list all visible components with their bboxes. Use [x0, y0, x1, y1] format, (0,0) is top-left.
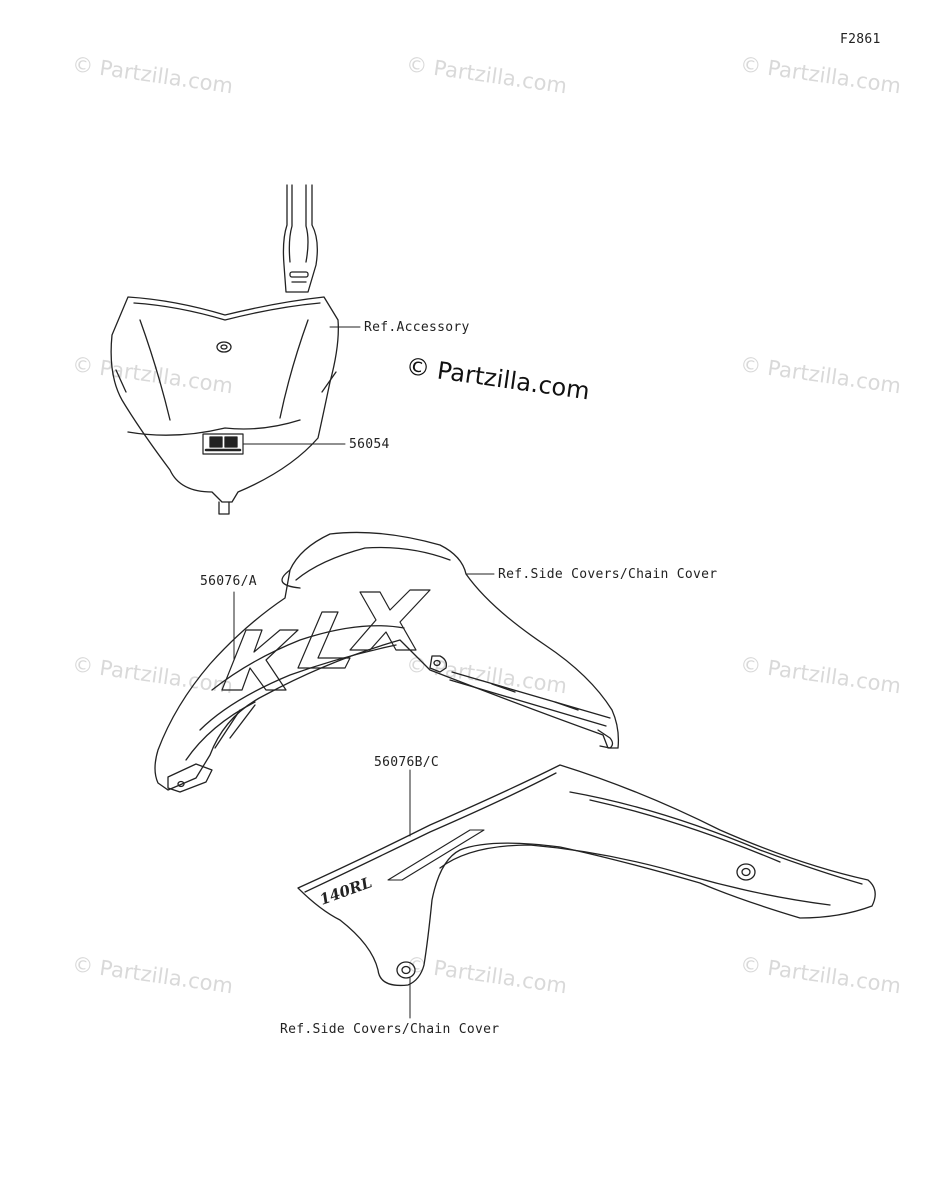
number-plate-drawing	[110, 184, 339, 515]
leader-lines	[233, 326, 495, 1019]
figure-code: F2861	[840, 32, 881, 47]
callout-ref-side-covers-top: Ref.Side Covers/Chain Cover	[498, 567, 718, 582]
callout-ref-accessory: Ref.Accessory	[364, 320, 470, 335]
shroud-logo-140rl: 140RL	[317, 873, 374, 908]
callout-56054: 56054	[349, 437, 390, 452]
callout-56076bc: 56076B/C	[374, 755, 440, 770]
shroud-logo-klx: KLX	[300, 679, 302, 681]
callout-56076a: 56076/A	[200, 574, 257, 589]
callout-ref-side-covers-bottom: Ref.Side Covers/Chain Cover	[280, 1022, 500, 1037]
right-shroud-drawing	[297, 764, 876, 987]
left-shroud-drawing	[154, 531, 620, 793]
